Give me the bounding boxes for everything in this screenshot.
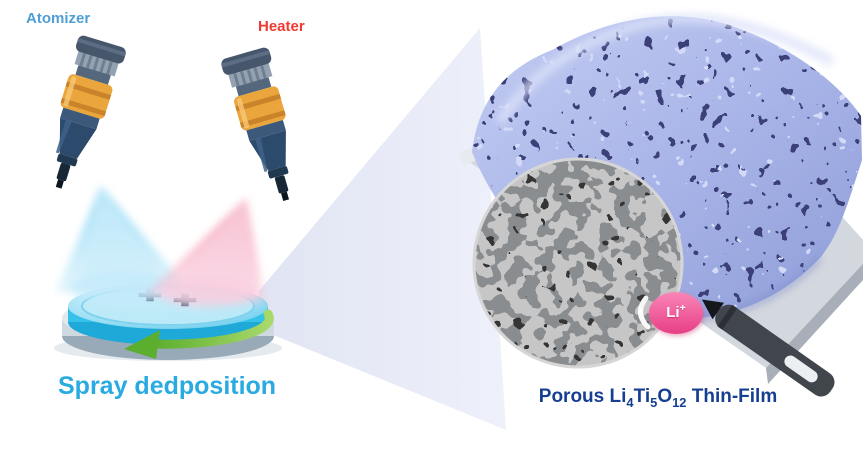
- li-ion-text: Li: [666, 304, 680, 321]
- blue-spray: [56, 186, 200, 304]
- li-ion-charge: +: [679, 302, 686, 314]
- caption-part: Porous Li: [538, 386, 627, 407]
- sem-inset: [472, 157, 684, 369]
- stylus-probe: [701, 299, 835, 397]
- heater-label: Heater: [258, 18, 305, 35]
- pink-spray: [146, 198, 266, 307]
- projection-beam: [258, 28, 506, 430]
- li-ion-badge-label: Li+: [650, 302, 702, 321]
- substrate-disc: [54, 283, 282, 361]
- thin-film-caption: Porous Li4Ti5O12 Thin-Film: [468, 386, 848, 410]
- heater-nozzle: [219, 46, 311, 208]
- rotation-arrow: [124, 309, 274, 359]
- atomizer-label: Atomizer: [26, 10, 91, 27]
- caption-part: Thin-Film: [686, 386, 778, 407]
- caption-subscript: 4: [626, 394, 634, 410]
- spray-deposition-caption: Spray dedposition: [58, 372, 277, 400]
- caption-subscript: 5: [650, 394, 658, 410]
- caption-subscript: 12: [672, 394, 687, 410]
- caption-part: O: [657, 386, 673, 407]
- atomizer-nozzle: [34, 34, 128, 196]
- li-ion-badge: [638, 292, 703, 334]
- caption-part: Ti: [633, 386, 651, 407]
